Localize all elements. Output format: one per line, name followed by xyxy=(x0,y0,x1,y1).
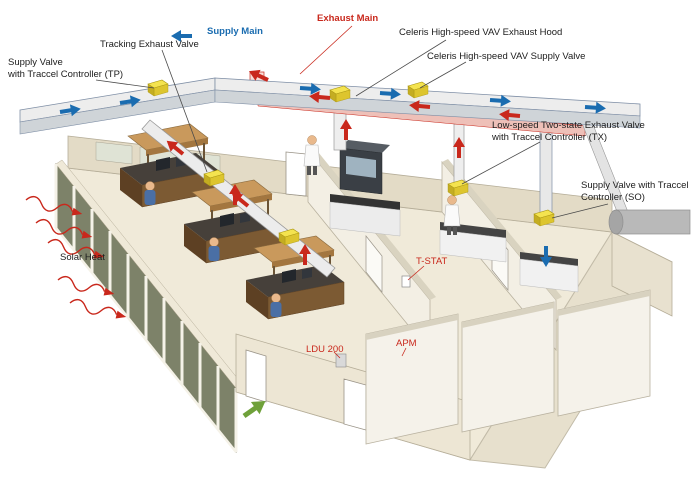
label-low-speed-exhaust-tx: Low-speed Two-state Exhaust Valve with T… xyxy=(492,120,645,143)
person xyxy=(208,237,220,262)
right-return-wall xyxy=(611,231,673,317)
round-duct xyxy=(608,209,691,235)
leader-lines xyxy=(95,25,609,359)
label-supply-valve-so: Supply Valve with Traccel Controller (SO… xyxy=(581,180,689,203)
label-supply-valve-tp: Supply Valve with Traccel Controller (TP… xyxy=(8,57,124,80)
back-wall-door xyxy=(285,151,307,197)
label-exhaust-main: Exhaust Main xyxy=(317,13,379,24)
partition-a-door xyxy=(365,235,383,293)
fume-hood xyxy=(329,140,401,237)
label-supply-main: Supply Main xyxy=(207,26,263,37)
t-stat-box xyxy=(401,275,411,288)
label-apm: APM xyxy=(396,338,417,349)
corridor-fin-walls xyxy=(365,289,651,445)
left-wall-windows xyxy=(54,159,243,454)
label-solar-heat: Solar Heat xyxy=(60,252,105,263)
back-window-pane xyxy=(95,141,133,165)
ldu-200-panel xyxy=(335,353,347,368)
label-ldu-200: LDU 200 xyxy=(306,344,344,355)
person xyxy=(144,181,156,206)
label-t-stat: T-STAT xyxy=(416,256,448,267)
label-celeris-supply-valve: Celeris High-speed VAV Supply Valve xyxy=(427,51,586,62)
label-celeris-exhaust-hood: Celeris High-speed VAV Exhaust Hood xyxy=(399,27,563,38)
solar-heat-arrows xyxy=(25,195,127,319)
label-tracking-exhaust-valve: Tracking Exhaust Valve xyxy=(100,39,199,50)
front-door-middle xyxy=(343,378,367,431)
person xyxy=(270,293,282,318)
front-door-left xyxy=(245,349,267,403)
